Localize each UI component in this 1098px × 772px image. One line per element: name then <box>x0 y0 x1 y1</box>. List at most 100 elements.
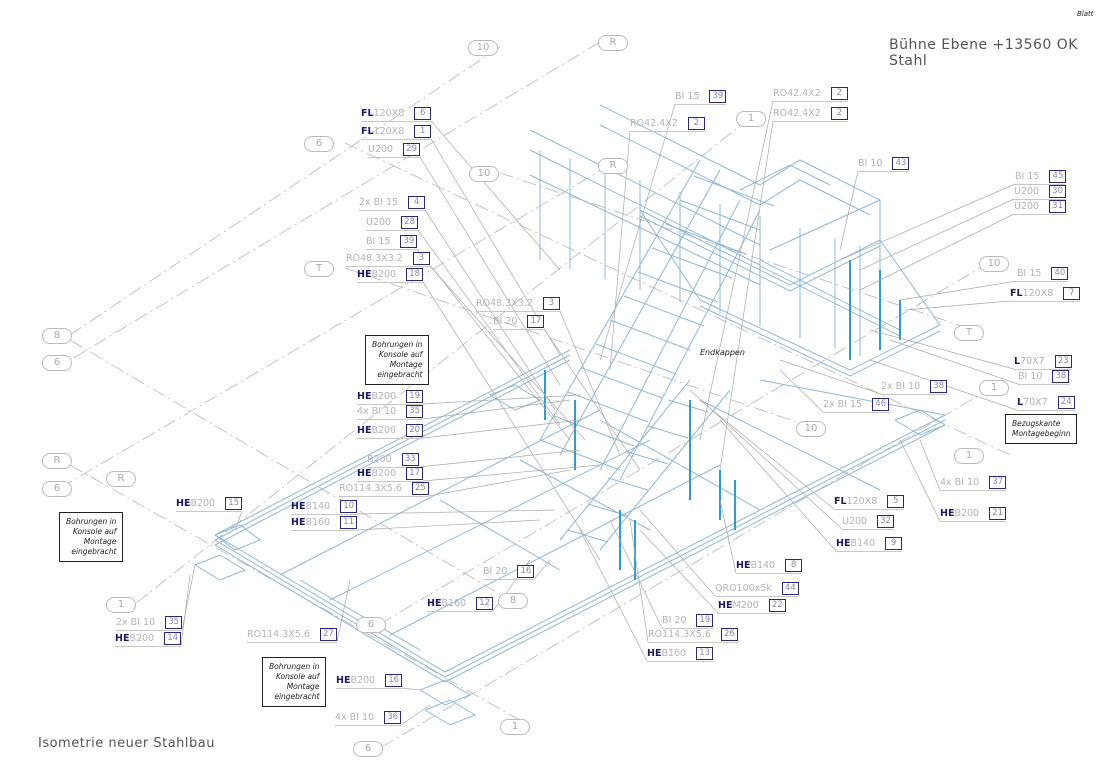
grid-axis-bubble: 1 <box>500 719 530 735</box>
grid-axis-bubble: T <box>304 261 334 277</box>
leader-line <box>430 120 561 271</box>
part-number-box: 2 <box>830 87 848 100</box>
leader-line <box>639 509 716 597</box>
grid-axis-bubble: T <box>954 325 984 341</box>
leader-line <box>419 156 561 386</box>
part-number-box: 24 <box>1057 396 1075 409</box>
steel-member <box>639 209 701 301</box>
part-number-box: 29 <box>403 143 421 156</box>
part-number-box: 8 <box>785 559 803 572</box>
steel-member <box>299 579 421 651</box>
part-number-box: 43 <box>892 157 910 170</box>
part-number-box: 5 <box>887 495 905 508</box>
part-profile: B140 <box>850 538 876 549</box>
part-number-box: 33 <box>401 453 419 466</box>
steel-member <box>489 384 542 411</box>
part-label: BI 10 43 <box>858 157 910 172</box>
steel-member <box>279 409 601 576</box>
leader-line <box>719 120 774 471</box>
steel-structure <box>194 104 947 726</box>
steel-member <box>599 104 881 300</box>
steel-member <box>194 554 247 581</box>
part-number-box: 7 <box>1063 287 1081 300</box>
part-prefix: FL <box>1010 288 1023 299</box>
part-profile: U200 <box>1014 201 1040 212</box>
part-profile: B200 <box>350 675 376 686</box>
part-prefix: HE <box>291 501 306 512</box>
part-number-box: 17 <box>527 315 545 328</box>
part-profile: RO114.3X5.6 <box>648 629 711 640</box>
steel-member <box>214 359 571 546</box>
steel-member <box>665 223 747 255</box>
leader-line <box>422 281 601 561</box>
leader-line <box>839 183 1016 261</box>
part-profile: B200 <box>129 633 155 644</box>
sheet-label: Blatt <box>1077 10 1094 18</box>
steel-member <box>424 699 477 726</box>
leader-lines <box>180 100 1019 726</box>
part-number-box: 19 <box>696 614 714 627</box>
steel-member <box>587 503 629 517</box>
part-profile: B200 <box>371 425 397 436</box>
part-profile: B200 <box>371 269 397 280</box>
part-profile: RO42.4X2 <box>773 88 821 99</box>
part-profile: B200 <box>371 391 397 402</box>
leader-line <box>543 328 641 471</box>
part-profile: U200 <box>366 217 392 228</box>
part-number-box: 38 <box>930 380 948 393</box>
part-prefix: HE <box>357 269 372 280</box>
leader-line <box>234 510 243 531</box>
leader-line <box>629 519 649 643</box>
part-profile: 2x BI 10 <box>116 617 156 628</box>
leader-line <box>904 300 1011 311</box>
steel-member <box>699 305 941 377</box>
grid-axis-bubble: 6 <box>353 741 383 757</box>
part-number-box: 35 <box>406 405 424 418</box>
part-profile: QRO100x5k <box>715 583 772 594</box>
steel-member <box>581 367 663 399</box>
part-prefix: HE <box>836 538 851 549</box>
part-profile: B200 <box>367 454 392 465</box>
part-profile: 120X8 <box>373 108 405 119</box>
part-number-box: 27 <box>319 628 337 641</box>
leader-line <box>424 209 556 411</box>
part-number-box: 22 <box>768 599 786 612</box>
part-profile: B140 <box>750 560 776 571</box>
part-profile: BI 10 <box>858 158 883 169</box>
part-profile: 120X8 <box>846 496 878 507</box>
part-number-box: 35 <box>165 616 183 629</box>
part-number-box: 11 <box>340 516 358 529</box>
part-profile: B200 <box>371 468 397 479</box>
part-profile: RO42.4X2 <box>773 108 821 119</box>
leader-line <box>719 419 837 552</box>
part-number-box: 21 <box>989 507 1007 520</box>
part-number-box: 13 <box>696 647 714 660</box>
leader-line <box>859 198 1015 271</box>
part-number-box: 30 <box>1049 185 1067 198</box>
leader-line <box>899 280 1018 301</box>
part-prefix: HE <box>736 560 751 571</box>
steel-member <box>553 415 635 447</box>
leader-line <box>699 100 774 441</box>
leader-line <box>859 213 1015 291</box>
part-number-box: 45 <box>1049 170 1067 183</box>
part-number-box: 15 <box>225 497 243 510</box>
